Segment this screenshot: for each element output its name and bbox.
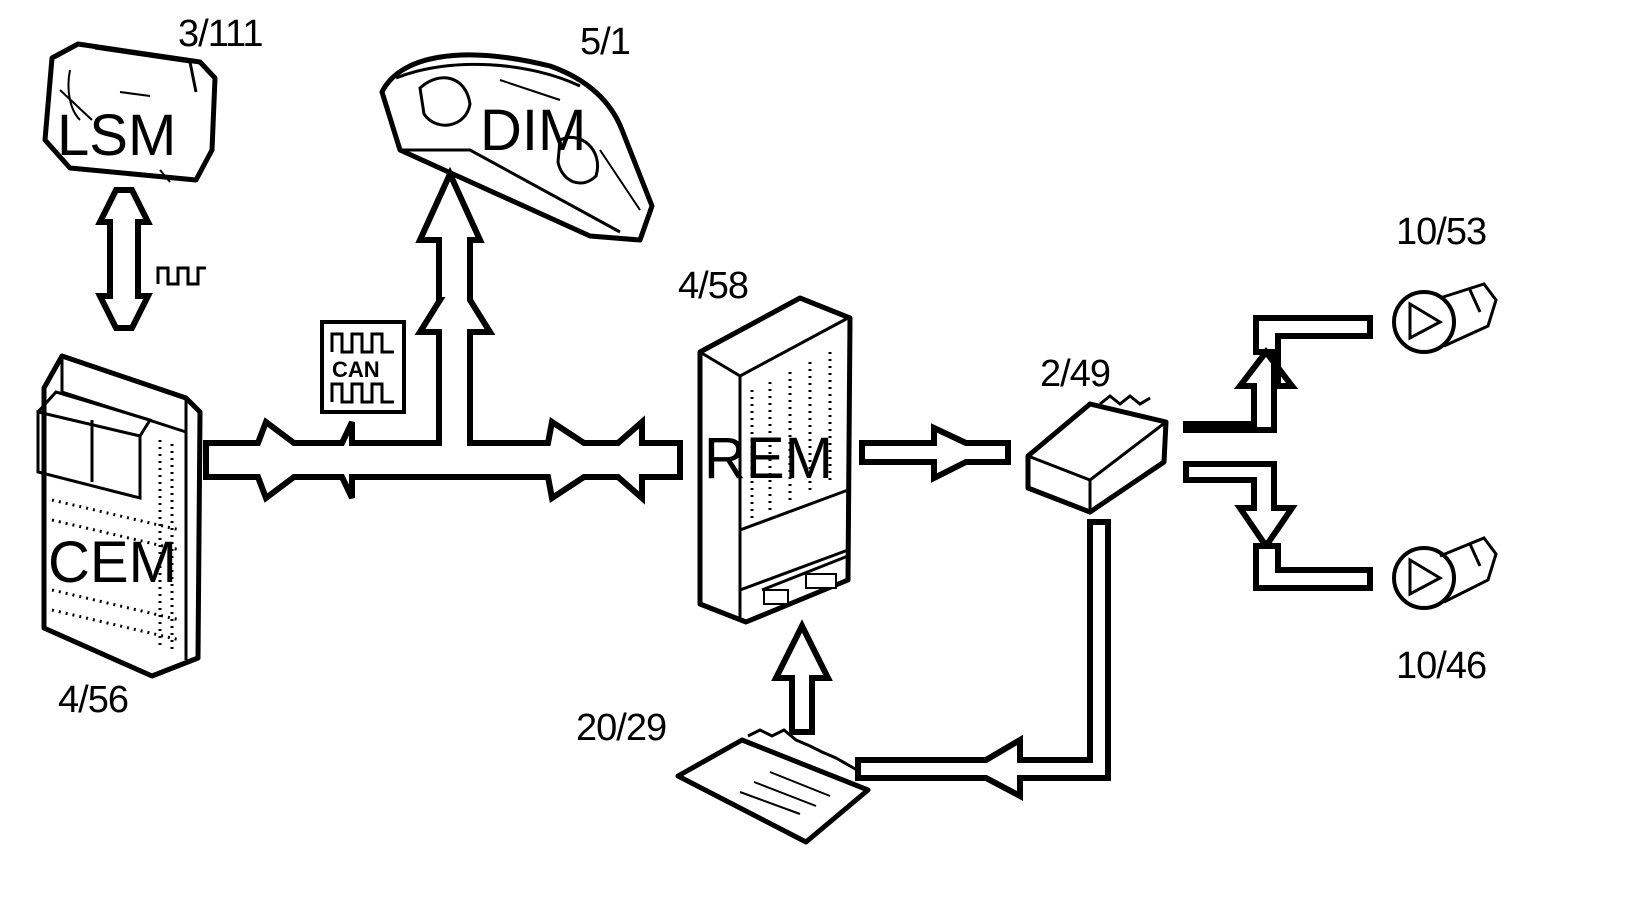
serial-signal-icon: [156, 266, 206, 286]
dim-ref: 5/1: [580, 21, 630, 63]
lsm-cem-link: [95, 187, 153, 331]
switch-rem-link: [771, 619, 833, 735]
rem-label: REM: [704, 426, 833, 491]
switch-ref: 20/29: [576, 707, 666, 749]
bulb-lower-icon: [1392, 536, 1498, 610]
cem-ref: 4/56: [58, 679, 128, 721]
relay-bulb-lower-feed: [1253, 543, 1373, 591]
relay: [1025, 394, 1169, 515]
bulb-upper-ref: 10/53: [1396, 211, 1486, 253]
dim-label: DIM: [480, 98, 586, 163]
can-label: CAN: [332, 357, 380, 382]
lsm-module: LSM: [42, 41, 218, 183]
relay-bulb-upper-link: [1183, 315, 1373, 433]
lsm-ref: 3/111: [178, 13, 262, 55]
rem-relay-link: [859, 423, 1011, 483]
lsm-label: LSM: [57, 103, 176, 168]
switch: [675, 728, 871, 845]
can-signal-icon: CAN: [320, 320, 406, 414]
relay-bulb-lower-link: [1183, 461, 1298, 552]
cem-label: CEM: [48, 530, 177, 595]
relay-switch-link: [855, 519, 1111, 801]
bulb-lower-ref: 10/46: [1396, 645, 1486, 687]
can-bus: [203, 166, 683, 505]
relay-ref: 2/49: [1040, 353, 1110, 395]
bulb-upper-icon: [1392, 282, 1498, 354]
cem-module: CEM: [36, 353, 203, 679]
rem-ref: 4/58: [678, 265, 748, 307]
rem-module: REM: [697, 295, 853, 625]
dim-cluster: DIM: [379, 52, 655, 243]
